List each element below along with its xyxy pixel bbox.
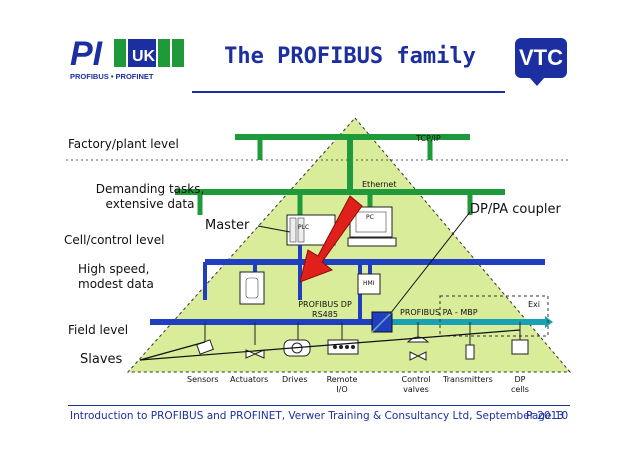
device-control-valves-label: Control valves — [401, 375, 431, 394]
hmi-device — [357, 273, 381, 295]
device-transmitters-label: Transmitters — [443, 375, 493, 384]
device-remote-io-label: Remote I/O — [326, 375, 358, 394]
footer-rule — [68, 405, 570, 406]
factory-level-label: Factory/plant level — [68, 137, 179, 151]
device-sensors-label: Sensors — [187, 375, 219, 384]
exi-zone — [439, 295, 549, 337]
exi-label: Exi — [528, 300, 541, 309]
page-number: Page 10 — [526, 410, 569, 422]
svg-text:UK: UK — [132, 48, 156, 65]
pc-device — [347, 206, 397, 247]
device-dp-cells-label: DP cells — [511, 375, 529, 394]
cell-level-label: Cell/control level — [64, 233, 165, 247]
ethernet-label: Ethernet — [362, 180, 397, 189]
master-pointer — [257, 225, 291, 233]
device-actuators-label: Actuators — [230, 375, 269, 384]
master-label: Master — [205, 218, 250, 233]
profibus-dp-label: PROFIBUS DP RS485 — [298, 300, 352, 319]
svg-text:PI: PI — [70, 35, 104, 73]
slaves-pointers — [139, 329, 521, 361]
svg-text:PROFIBUS • PROFINET: PROFIBUS • PROFINET — [70, 72, 154, 81]
tcpip-bus — [235, 134, 470, 190]
coupler-pointer — [389, 211, 471, 315]
vtc-logo: VTC — [515, 38, 567, 86]
footer-text: Introduction to PROFIBUS and PROFINET, V… — [70, 410, 564, 422]
hmi-label: HMI — [363, 280, 375, 287]
pa-bus — [382, 316, 553, 328]
plc-label: PLC — [298, 224, 310, 231]
page-title: The PROFIBUS family — [224, 44, 476, 69]
slaves-label: Slaves — [80, 352, 123, 367]
title-underline — [192, 91, 505, 93]
device-drives-label: Drives — [282, 375, 308, 384]
dp-pa-coupler-label: DP/PA coupler — [470, 202, 561, 217]
tcpip-label: TCP/IP — [416, 134, 441, 143]
pc-label: PC — [366, 214, 374, 221]
pi-uk-logo: PI UK PROFIBUS • PROFINET — [70, 35, 184, 81]
high-speed-label: High speed, modest data — [78, 262, 154, 291]
field-level-label: Field level — [68, 323, 129, 337]
red-arrow — [299, 195, 363, 283]
demanding-tasks-label: Demanding tasks, extensive data — [95, 182, 205, 211]
profibus-pa-label: PROFIBUS PA - MBP — [400, 308, 478, 317]
